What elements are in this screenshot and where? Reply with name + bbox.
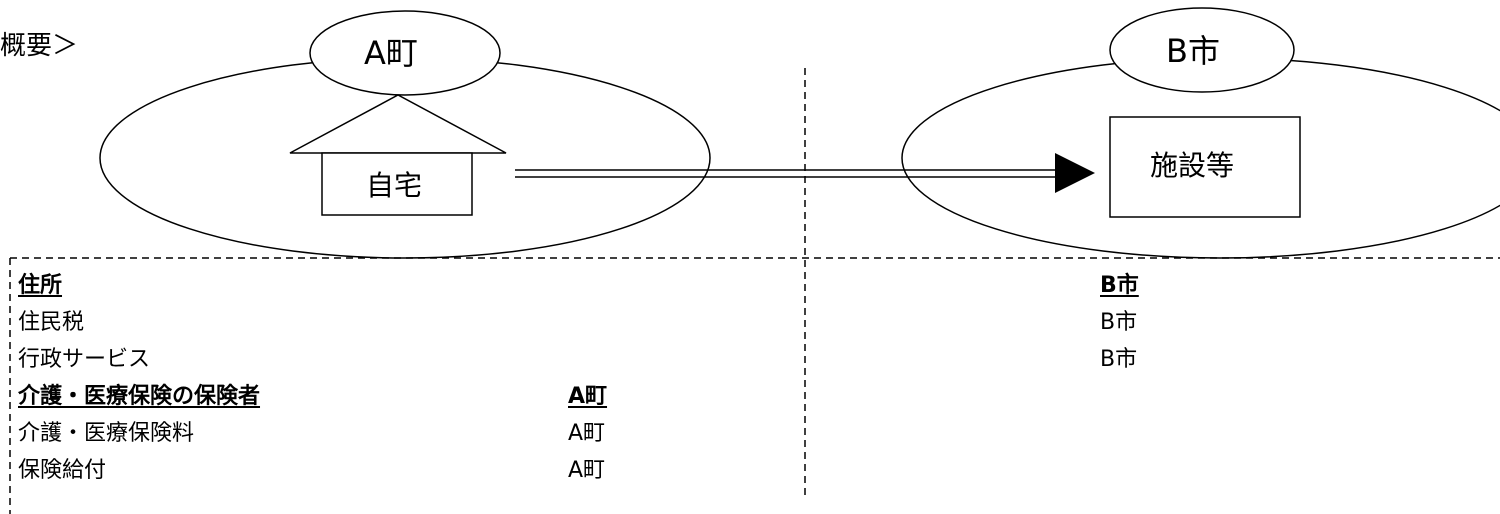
house-body [321, 152, 473, 216]
arrow-head [1055, 153, 1095, 193]
row-value-admin-services: B市 [1100, 347, 1138, 372]
region-a-label-bubble [309, 10, 501, 96]
facility-label: 施設等 [1150, 149, 1235, 182]
home-label: 自宅 [366, 169, 423, 202]
row-value-insurer: A町 [568, 384, 608, 409]
region-b-label: B市 [1166, 32, 1220, 70]
row-label-insurer: 介護・医療保険の保険者 [18, 384, 261, 409]
row-label-resident-tax: 住民税 [18, 310, 85, 335]
table-header-value: B市 [1100, 273, 1139, 298]
row-label-premium: 介護・医療保険料 [18, 421, 195, 446]
row-value-premium: A町 [568, 421, 606, 446]
row-label-admin-services: 行政サービス [18, 347, 151, 372]
table-header-label: 住所 [18, 273, 63, 298]
region-a-label: A町 [364, 34, 418, 72]
facility-box [1109, 116, 1301, 218]
row-label-benefits: 保険給付 [18, 458, 107, 483]
house-roof [289, 94, 507, 154]
region-b-label-bubble [1109, 7, 1295, 93]
heading-fragment: 概要＞ [0, 31, 79, 61]
row-value-benefits: A町 [568, 458, 606, 483]
row-value-resident-tax: B市 [1100, 310, 1138, 335]
